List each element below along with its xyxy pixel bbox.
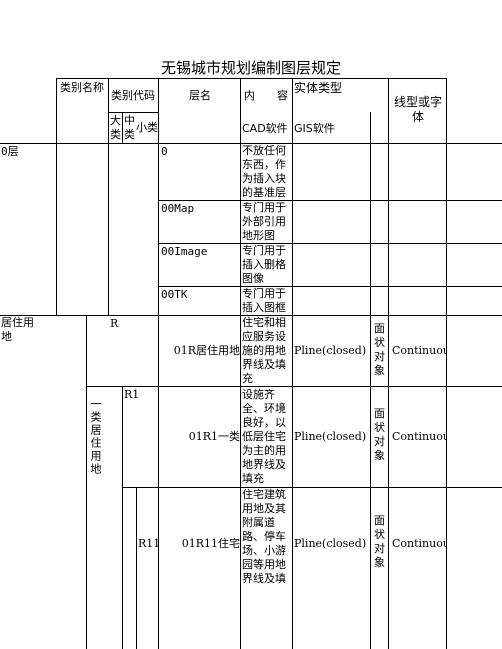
layer-name-cell: 00Image [161,245,208,258]
grid-line [292,78,293,649]
grid-line [136,487,137,649]
layer-name-cell: 0 [161,145,168,158]
cad-type-cell: Pline(closed) [294,537,367,550]
grid-line [122,487,502,488]
grid-line [108,112,158,113]
minor-code-cell: R11 [138,537,161,550]
header-medium: 中类 [124,114,135,141]
content-cell: 专门用于插入删格图像 [242,244,286,285]
content-cell: 专门用于外部引用地形图 [242,201,286,242]
cad-type-cell: Pline(closed) [294,344,367,357]
category-cell: 0层 [1,145,19,158]
grid-line [86,386,502,387]
grid-line [108,78,109,315]
grid-line [446,78,447,649]
grid-line [122,112,123,143]
grid-line [370,112,371,649]
linetype-cell: Continuous [392,430,446,443]
layer-name-cell: 01R1一类 [188,430,240,443]
grid-line [158,78,159,649]
header-layer-name: 层名 [189,89,211,102]
header-linetype: 线型或字体 [393,95,442,124]
category-cell: 居住用地 [1,316,34,343]
grid-line [388,78,389,649]
grid-line [56,78,57,316]
header-entity-type: 实体类型 [294,81,343,95]
grid-line [122,386,123,649]
cad-type-cell: Pline(closed) [294,430,367,443]
grid-line [158,286,502,287]
grid-line [0,315,502,316]
content-cell: 住宅建筑用地及其附属道路、停车场、小游园等用地界线及填 [242,488,286,585]
header-category-name: 类别名称 [60,81,104,94]
grid-line [56,78,446,79]
layer-name-cell: 01R11住宅 [181,537,240,550]
gis-type-cell: 面状对象 [374,514,385,569]
header-minor: 小类 [136,121,158,134]
grid-line [86,315,87,649]
grid-line [158,200,502,201]
header-content: 内 容 [244,89,288,102]
header-category-code: 类别代码 [111,89,155,102]
content-cell: 不放任何东西，作为插入块的基准层 [242,144,286,199]
layer-name-cell: 00TK [161,288,188,301]
header-major: 大类 [110,114,121,141]
linetype-cell: Continuous [392,344,446,357]
grid-line [0,143,502,144]
header-gis: GIS软件 [294,122,335,135]
medium-code-cell: R1 [124,388,140,401]
major-name-cell: 一类居住用地 [89,398,102,476]
major-code-cell: R [110,317,119,330]
page-title: 无锡城市规划编制图层规定 [160,59,341,77]
grid-line [158,243,502,244]
content-cell: 住宅和相应服务设施的用地界线及填充 [242,316,286,385]
content-cell: 专门用于插入图框 [242,287,286,314]
layer-name-cell: 01R居住用地 [173,344,240,357]
linetype-cell: Continuous [392,537,446,550]
header-cad: CAD软件 [242,122,288,135]
gis-type-cell: 面状对象 [374,407,385,462]
gis-type-cell: 面状对象 [374,322,385,377]
grid-line [240,78,241,649]
content-cell: 设施齐全、环境良好，以低层住宅为主的用地界线及填充 [242,388,286,485]
layer-name-cell: 00Map [161,202,195,215]
